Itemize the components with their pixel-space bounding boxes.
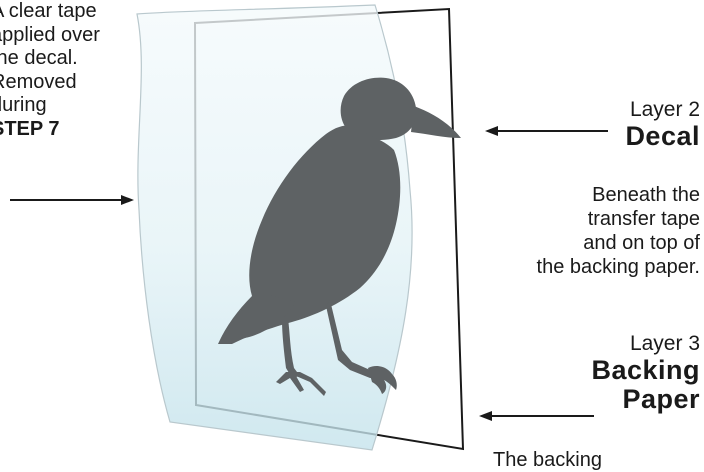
layer3-label: Layer 3	[591, 332, 700, 356]
layer2-label: Layer 2	[625, 98, 700, 122]
layered-decal-diagram: A clear tape applied over the decal. Rem…	[0, 0, 704, 459]
layer2-desc-line-1: Beneath the	[537, 183, 700, 207]
layer2-label-block: Layer 2 Decal	[625, 98, 700, 151]
layer2-desc-line-3: and on top of	[537, 231, 700, 255]
layer2-description: Beneath the transfer tape and on top of …	[537, 183, 700, 279]
layer1-line-1: A clear tape	[0, 0, 100, 24]
layer3-description: The backing	[493, 448, 602, 472]
layer1-step: STEP 7	[0, 118, 100, 142]
layer1-line-2: applied over	[0, 24, 100, 48]
layer1-line-3: the decal.	[0, 47, 100, 71]
layer3-label-block: Layer 3 Backing Paper	[591, 332, 700, 414]
layer2-desc-line-2: transfer tape	[537, 207, 700, 231]
layer1-line-4: Removed	[0, 71, 100, 95]
layer2-name: Decal	[625, 122, 700, 151]
layer3-name-line-1: Backing	[591, 356, 700, 385]
layer1-note: A clear tape applied over the decal. Rem…	[0, 0, 100, 141]
layer3-name-line-2: Paper	[591, 385, 700, 414]
layer2-desc-line-4: the backing paper.	[537, 255, 700, 279]
